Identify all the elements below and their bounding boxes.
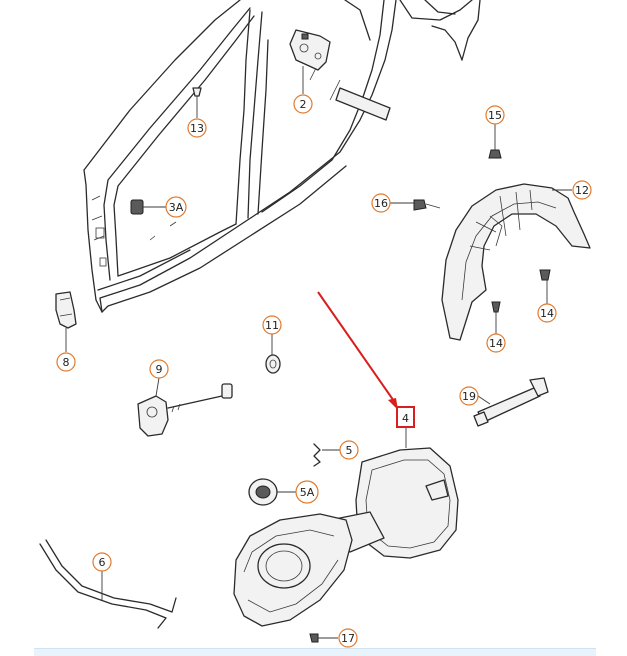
callout-13: 13 [187,118,207,138]
callout-label: 11 [265,319,279,332]
callout-label: 15 [488,109,502,122]
callout-2: 2 [293,94,313,114]
callout-3a: 3A [165,196,187,218]
callout-label: 6 [99,556,106,569]
bottom-bar [34,648,596,656]
callout-label: 19 [462,390,476,403]
callout-5: 5 [339,440,359,460]
callout-12: 12 [572,180,592,200]
part-11-grommet [265,354,281,374]
body-side-panel [83,0,481,313]
part-14-screws [491,269,551,313]
callout-14-upper: 14 [537,303,557,323]
leader-lines [65,66,572,639]
callout-label: 16 [374,197,388,210]
callout-5a: 5A [295,480,319,504]
callout-label: 14 [540,307,554,320]
callout-4-highlighted: 4 [396,406,415,428]
callout-label: 5A [300,486,315,499]
callout-label: 9 [156,363,163,376]
callout-label: 12 [575,184,589,197]
callout-14-lower: 14 [486,333,506,353]
callout-label: 3A [169,201,184,214]
part-12-wheel-arch-liner [441,183,591,341]
part-17-screw [309,633,319,643]
callout-19: 19 [459,386,479,406]
callout-label: 17 [341,632,355,645]
part-15-nut [488,149,502,159]
callout-label: 4 [402,412,409,425]
callout-label: 8 [63,356,70,369]
callout-6: 6 [92,552,112,572]
callout-label: 14 [489,337,503,350]
callout-16: 16 [371,193,391,213]
part-3a-clip [130,199,144,215]
part-19-gas-strut [473,377,549,427]
fuel-filler-housing [233,513,353,627]
callout-8: 8 [56,352,76,372]
callout-15: 15 [485,105,505,125]
part-13-clip [192,87,202,97]
callout-9: 9 [149,359,169,379]
part-9-actuator [137,383,233,437]
callout-17: 17 [338,628,358,648]
callout-label: 13 [190,122,204,135]
part-6-cable [39,539,177,629]
part-8-bracket [55,291,77,329]
callout-label: 2 [300,98,307,111]
highlight-arrow [317,291,398,410]
callout-11: 11 [262,315,282,335]
callout-label: 5 [346,444,353,457]
part-5a-ring [248,478,278,506]
part-16-screw [413,199,441,211]
part-5-spring [313,443,321,467]
part-2-bracket [289,29,331,71]
